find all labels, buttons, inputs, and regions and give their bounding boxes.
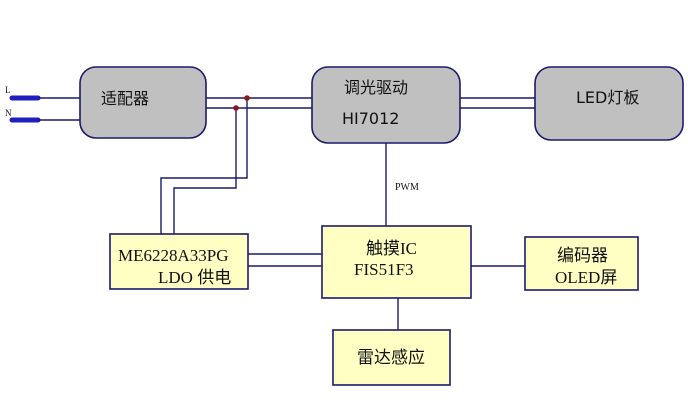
radar-label: 雷达感应 xyxy=(357,348,425,367)
plug-n-label: N xyxy=(5,108,12,118)
touch-ic-block: 触摸IC FIS51F3 xyxy=(321,225,472,299)
ldo-block: ME6228A33PG LDO 供电 xyxy=(109,233,249,290)
adapter-label: 适配器 xyxy=(101,89,149,108)
ldo-model: ME6228A33PG xyxy=(118,246,229,265)
encoder-oled-block: 编码器 OLED屏 xyxy=(524,236,639,291)
ldo-label: LDO 供电 xyxy=(158,268,231,287)
junction-dot-a xyxy=(244,95,250,101)
led-panel-label: LED灯板 xyxy=(576,88,639,107)
touch-ic-title: 触摸IC xyxy=(366,239,417,258)
pwm-label: PWM xyxy=(395,182,419,193)
touch-ic-model: FIS51F3 xyxy=(354,260,414,279)
radar-block: 雷达感应 xyxy=(332,329,451,386)
junction-dot-b xyxy=(233,105,239,111)
adapter-block: 适配器 xyxy=(79,66,207,139)
plug-l-label: L xyxy=(5,85,11,95)
wire-tap-to-ldo-outer xyxy=(160,98,248,234)
led-panel-block: LED灯板 xyxy=(534,66,684,141)
dimmer-driver-title: 调光驱动 xyxy=(344,78,408,97)
encoder-label: 编码器 xyxy=(557,246,608,265)
dimmer-driver-block: 调光驱动 HI7012 xyxy=(311,66,461,144)
oled-label: OLED屏 xyxy=(555,268,617,287)
wire-tap-to-ldo-inner xyxy=(173,108,237,234)
dimmer-driver-model: HI7012 xyxy=(342,109,399,128)
